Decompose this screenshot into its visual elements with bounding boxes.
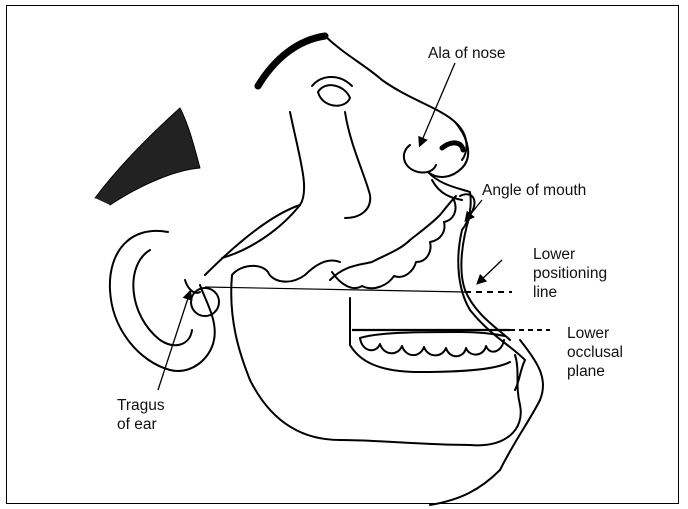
chin-to-neck — [430, 340, 543, 505]
label-lower-positioning-line: Lower positioning line — [533, 245, 607, 302]
mandible — [231, 275, 521, 445]
sideburn-hair — [95, 108, 200, 205]
ear-inner — [133, 250, 192, 345]
label-tragus-of-ear: Tragus of ear — [117, 396, 165, 434]
ala-of-nose — [404, 145, 436, 173]
face-line — [205, 205, 300, 275]
label-lower-occlusal-plane: Lower occlusal plane — [567, 324, 623, 381]
eye — [318, 85, 350, 106]
cheekbone — [345, 112, 370, 218]
nasolabial-line — [432, 180, 462, 200]
angle-of-mouth-mark — [460, 194, 510, 340]
lower-lip-chin — [458, 230, 525, 390]
label-ala-of-nose: Ala of nose — [428, 44, 506, 63]
eyebrow — [258, 36, 325, 86]
lower-teeth — [360, 332, 505, 338]
upper-teeth — [330, 196, 456, 280]
label-angle-of-mouth: Angle of mouth — [482, 181, 586, 200]
lower-positioning-line — [205, 287, 465, 292]
lower-positioning-leader — [478, 260, 502, 283]
ear-outline — [110, 231, 215, 371]
mandible-upper — [232, 261, 340, 282]
nostril — [442, 143, 463, 150]
cheek-line — [222, 112, 304, 258]
